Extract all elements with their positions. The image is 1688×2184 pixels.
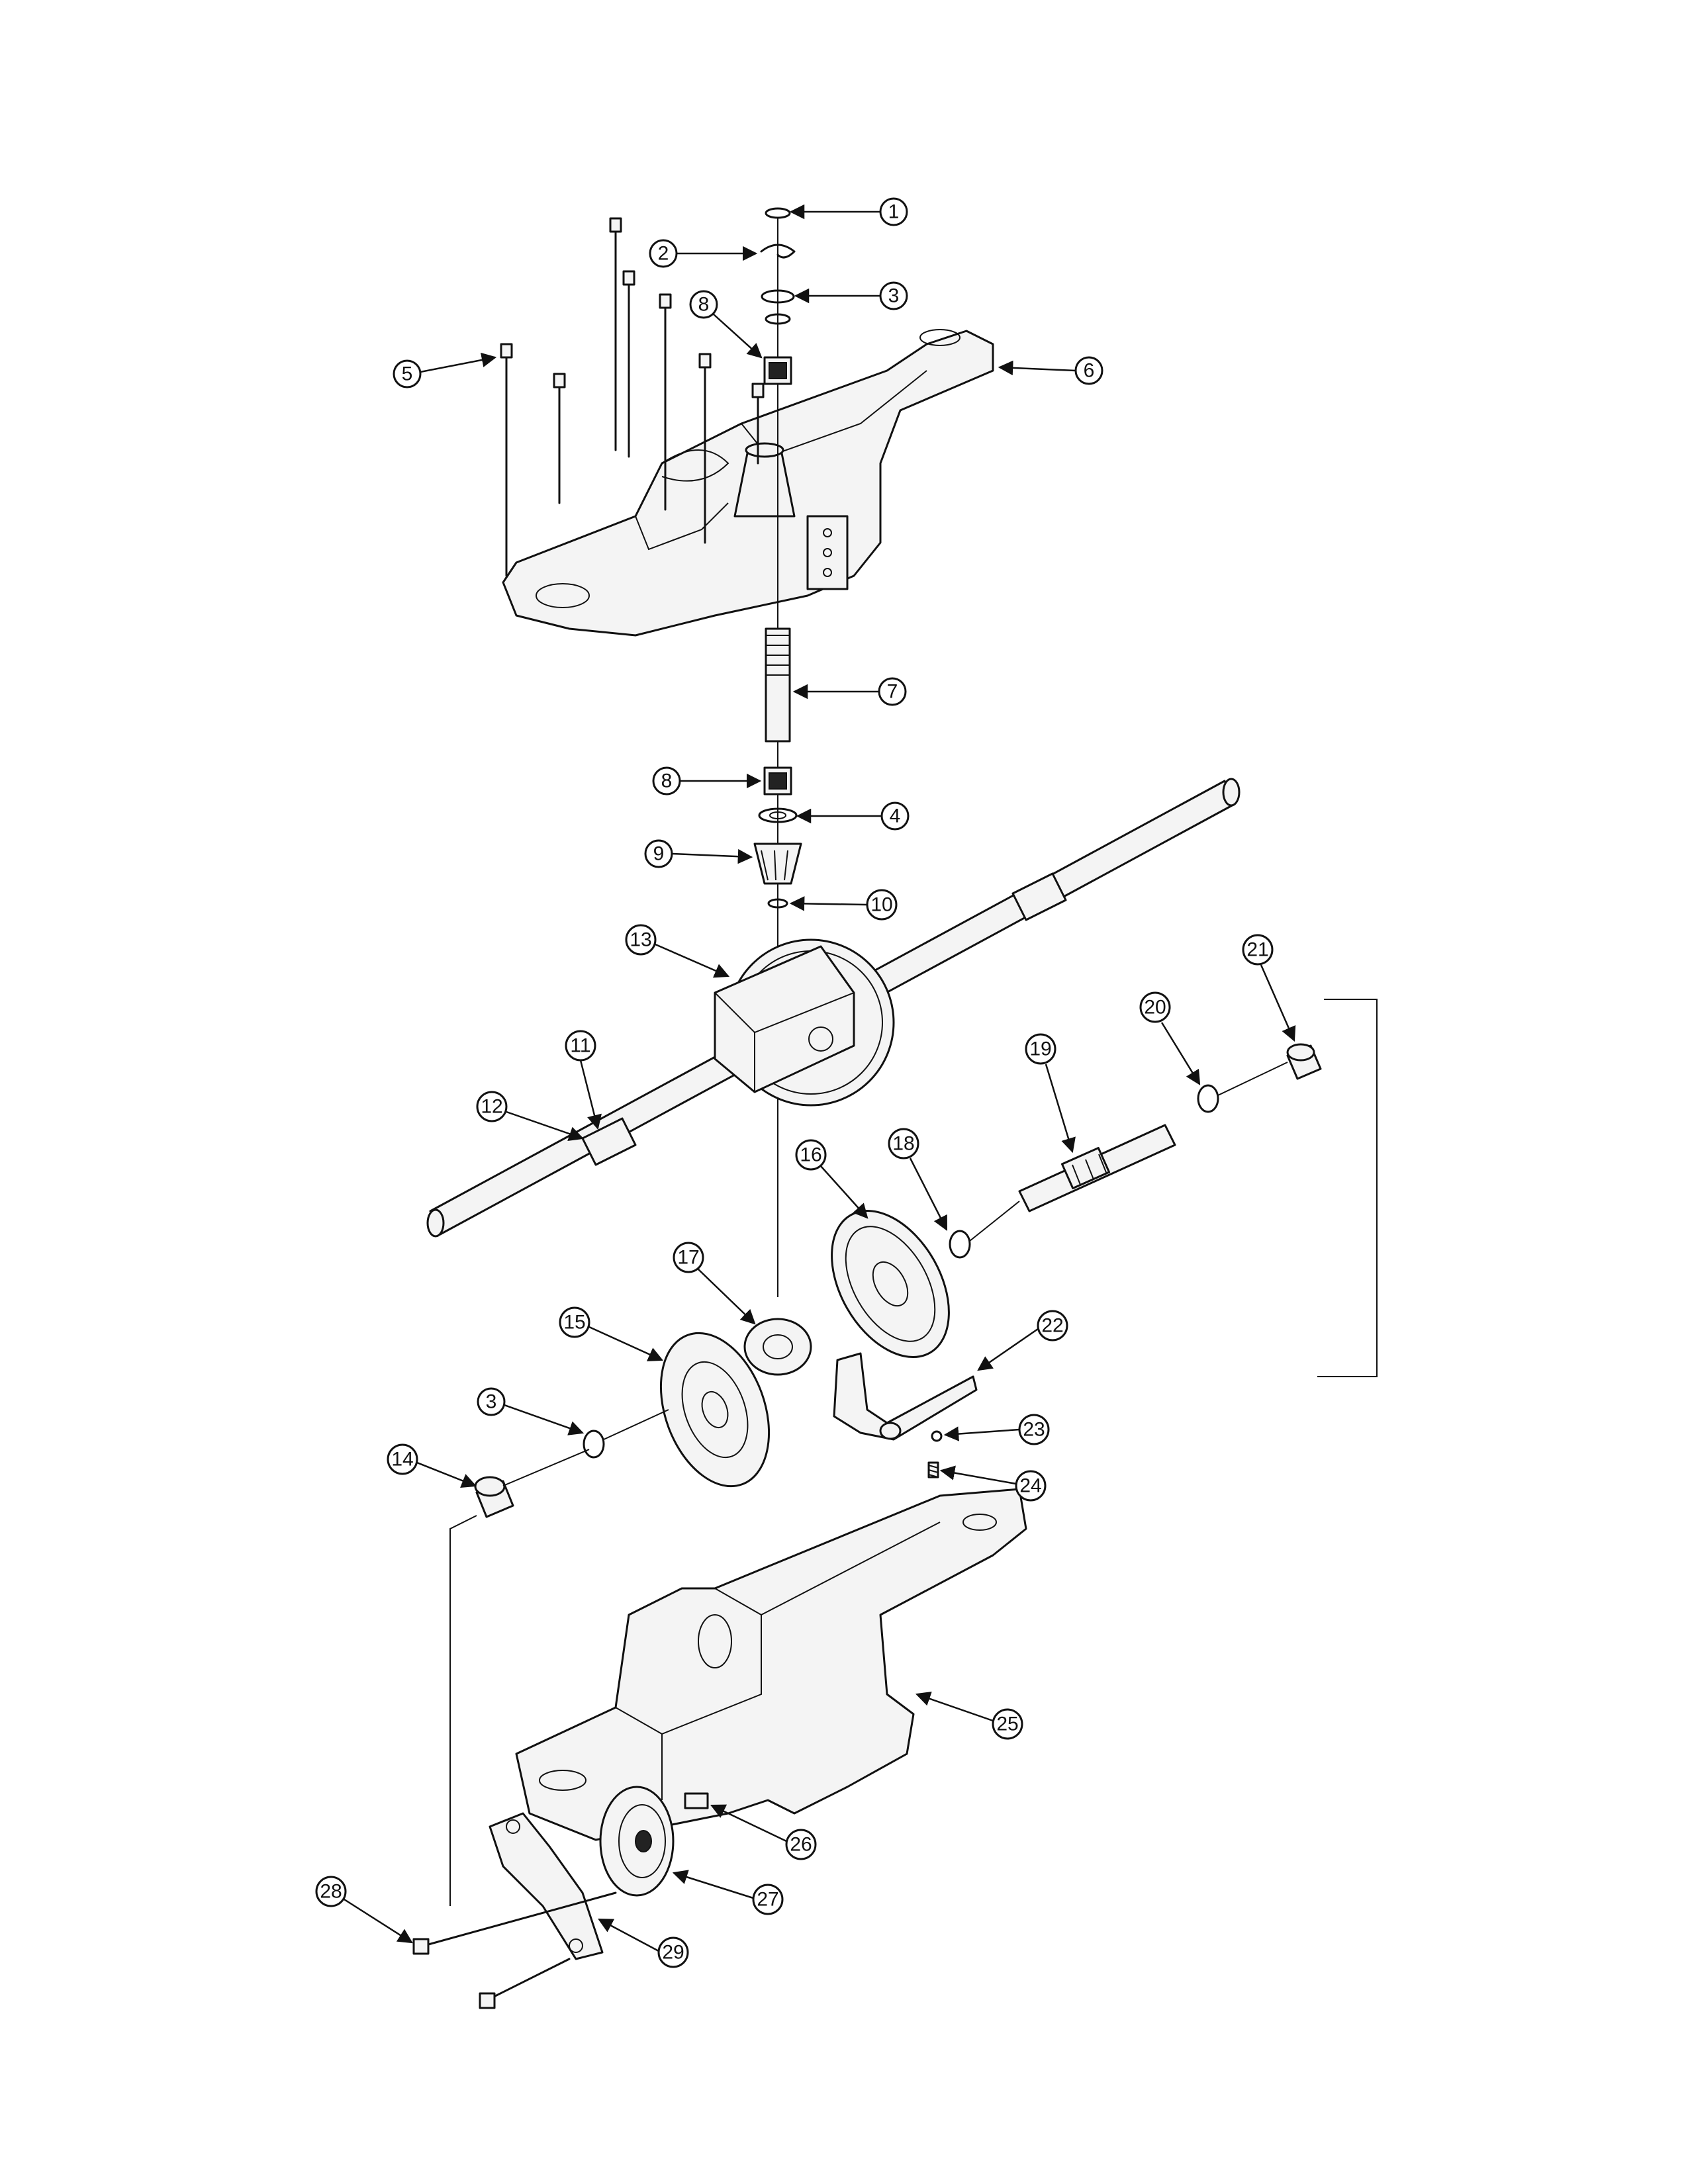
callout-1: 1: [888, 201, 900, 223]
callout-3-lower-circle: [477, 1387, 506, 1416]
callout-7-circle: [878, 677, 907, 706]
callout-23: 23: [1023, 1419, 1045, 1441]
washer-bushing-lower: [449, 1409, 669, 1906]
callout-18-circle: [888, 1128, 919, 1160]
callout-16-circle: [795, 1139, 827, 1171]
callout-20: 20: [1144, 997, 1166, 1019]
callout-5: 5: [402, 363, 413, 385]
shaft-19-group: [949, 999, 1378, 1377]
callout-28-circle: [315, 1876, 347, 1907]
callout-3-lower: 3: [486, 1391, 497, 1413]
callout-13: 13: [630, 929, 651, 951]
callout-13-circle: [625, 924, 657, 956]
callout-19-circle: [1025, 1033, 1056, 1065]
callout-19: 19: [1029, 1038, 1051, 1060]
callout-4-circle: [880, 801, 910, 831]
callout-7: 7: [887, 681, 898, 703]
callout-24-circle: [1015, 1470, 1047, 1502]
gear-15: [659, 1332, 771, 1488]
callout-8-lower-circle: [652, 766, 681, 796]
axle-assembly: [426, 778, 1241, 1238]
callout-26-circle: [785, 1829, 817, 1860]
callout-17-circle: [673, 1242, 704, 1273]
callout-2-circle: [649, 239, 678, 268]
callout-6: 6: [1084, 360, 1095, 382]
callout-16: 16: [800, 1144, 821, 1166]
lower-housing: [515, 1488, 1027, 1841]
callout-11: 11: [570, 1035, 590, 1057]
callout-21-circle: [1242, 934, 1274, 966]
callout-21: 21: [1246, 939, 1268, 961]
callout-5-circle: [393, 359, 422, 388]
callout-10: 10: [870, 894, 892, 916]
gear-17: [743, 1318, 812, 1376]
callout-20-circle: [1139, 991, 1171, 1023]
callout-22: 22: [1041, 1315, 1063, 1337]
callout-26: 26: [790, 1834, 812, 1856]
callout-10-circle: [866, 889, 898, 921]
callout-12: 12: [481, 1096, 502, 1118]
callout-29: 29: [662, 1942, 684, 1964]
callout-27-circle: [752, 1884, 784, 1915]
callout-4: 4: [890, 805, 901, 827]
callout-12-circle: [476, 1091, 508, 1122]
top-housing-cover: [502, 329, 994, 637]
pulley-key: [599, 1786, 709, 1897]
callout-18: 18: [892, 1133, 914, 1155]
callout-8-upper-circle: [689, 290, 718, 319]
housing-bolts: [500, 217, 765, 577]
bracket-29: [412, 1812, 617, 2009]
callout-2: 2: [658, 243, 669, 265]
callout-9-circle: [644, 839, 673, 868]
callout-1-circle: [879, 197, 908, 226]
callout-11-circle: [565, 1030, 596, 1062]
callout-3-upper-circle: [879, 281, 908, 310]
callout-29-circle: [657, 1936, 689, 1968]
callout-25-circle: [992, 1708, 1023, 1740]
callout-25: 25: [996, 1713, 1018, 1735]
callout-24: 24: [1019, 1475, 1041, 1497]
callout-9: 9: [653, 843, 665, 865]
callouts: 1 2 3 3 4 5 6 7 8 8: [315, 197, 1296, 1968]
bevel-gear-16: [831, 1210, 950, 1358]
callout-14: 14: [391, 1449, 413, 1471]
shift-fork-22: [833, 1352, 978, 1479]
callout-27: 27: [757, 1889, 778, 1911]
callout-3-upper: 3: [888, 285, 900, 307]
input-shaft-stack: [753, 207, 802, 1297]
callout-6-circle: [1074, 356, 1103, 385]
callout-15: 15: [563, 1312, 585, 1334]
callout-8-lower: 8: [661, 770, 673, 792]
callout-17: 17: [677, 1247, 699, 1269]
callout-22-circle: [1037, 1310, 1068, 1342]
callout-8-upper: 8: [698, 294, 710, 316]
callout-23-circle: [1018, 1414, 1050, 1445]
callout-14-circle: [387, 1443, 418, 1475]
callout-15-circle: [559, 1306, 590, 1338]
callout-28: 28: [320, 1881, 342, 1903]
